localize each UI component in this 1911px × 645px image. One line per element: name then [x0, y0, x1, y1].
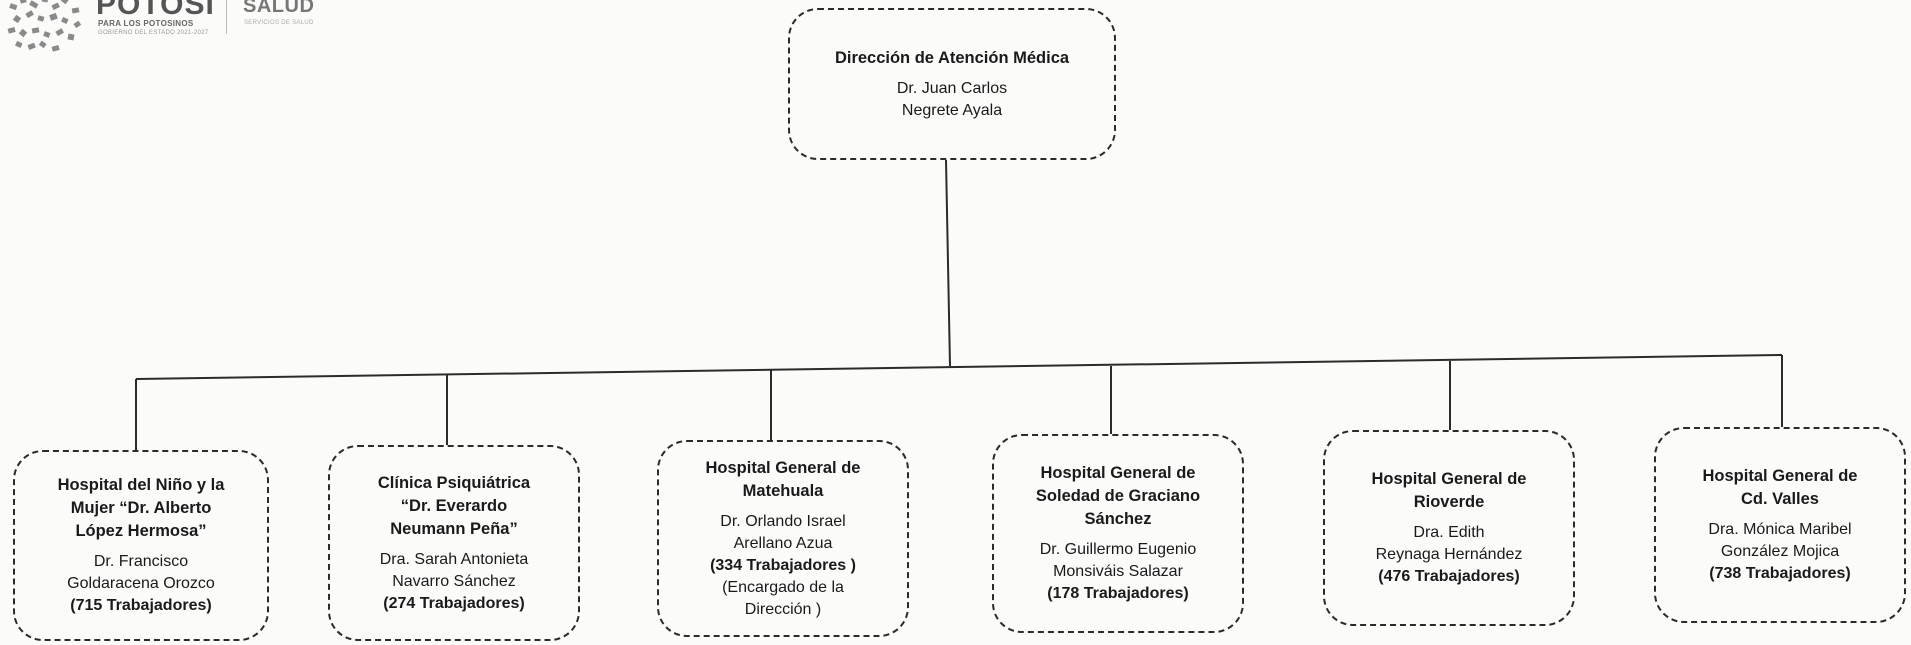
- mosaic-emblem-icon: [7, 0, 82, 52]
- child-2-title-line-3: Neumann Peña”: [390, 519, 518, 538]
- child-2-title-line-1: Clínica Psiquiátrica: [377, 473, 531, 492]
- child-node-6: Hospital General de Cd. Valles Dra. Móni…: [1654, 427, 1906, 623]
- horizontal-bus: [135, 354, 1783, 380]
- child-2-person-line-1: Dra. Sarah Antonieta: [379, 550, 529, 568]
- child-1-title-line-3: López Hermosa”: [75, 522, 207, 540]
- child-3-workers: (334 Trabajadores ): [710, 556, 856, 574]
- root-person-line-2: Negrete Ayala: [901, 101, 1003, 119]
- root-title: Dirección de Atención Médica: [834, 48, 1070, 67]
- child-5-workers: (476 Trabajadores): [1378, 568, 1520, 585]
- child-4-title-line-3: Sánchez: [1084, 510, 1152, 528]
- child-4-workers: (178 Trabajadores): [1047, 585, 1189, 602]
- child-4-title-line-1: Hospital General de: [1040, 464, 1196, 482]
- government-logo: POTOSÍ PARA LOS POTOSINOS GOBIERNO DEL E…: [0, 0, 330, 64]
- child-5-title-line-2: Rioverde: [1413, 493, 1485, 511]
- child-6-workers: (738 Trabajadores): [1709, 565, 1851, 582]
- child-node-2: Clínica Psiquiátrica “Dr. Everardo Neuma…: [328, 445, 580, 641]
- child-1-title-line-2: Mujer “Dr. Alberto: [70, 499, 212, 517]
- child-3-person-line-1: Dr. Orlando Israel: [720, 512, 846, 530]
- child-node-3: Hospital General de Matehuala Dr. Orland…: [657, 440, 909, 637]
- child-6-title-line-1: Hospital General de: [1702, 467, 1858, 485]
- child-3-note-line-1: (Encargado de la: [722, 578, 844, 596]
- logo-health-label: SALUD: [243, 0, 315, 17]
- logo-tagline: PARA LOS POTOSINOS: [98, 19, 194, 28]
- child-6-person-line-1: Dra. Mónica Maribel: [1708, 521, 1852, 538]
- root-connector: [945, 159, 951, 367]
- root-person-line-1: Dr. Juan Carlos: [896, 79, 1008, 97]
- child-2-title-line-2: “Dr. Everardo: [400, 496, 508, 515]
- child-6-title-line-2: Cd. Valles: [1741, 490, 1819, 508]
- child-1-workers: (715 Trabajadores): [70, 597, 212, 614]
- child-5-person-line-2: Reynaga Hernández: [1375, 546, 1523, 563]
- child-3-title-line-1: Hospital General de: [705, 458, 861, 477]
- child-node-4: Hospital General de Soledad de Graciano …: [992, 434, 1244, 633]
- root-node: Dirección de Atención Médica Dr. Juan Ca…: [788, 8, 1116, 160]
- child-2-workers: (274 Trabajadores): [383, 594, 525, 612]
- logo-brand: POTOSÍ: [96, 0, 215, 21]
- child-4-title-line-2: Soledad de Graciano: [1035, 487, 1201, 505]
- child-1-title-line-1: Hospital del Niño y la: [57, 476, 225, 494]
- child-node-5: Hospital General de Rioverde Dra. Edith …: [1323, 430, 1575, 626]
- child-6-person-line-2: González Mojica: [1720, 543, 1840, 560]
- child-5-title-line-1: Hospital General de: [1371, 470, 1527, 488]
- child-2-person-line-2: Navarro Sánchez: [392, 572, 516, 590]
- logo-divider: [226, 0, 227, 34]
- child-1-person-line-1: Dr. Francisco: [93, 553, 189, 570]
- child-4-person-line-2: Monsiváis Salazar: [1053, 563, 1183, 580]
- child-5-person-line-1: Dra. Edith: [1413, 524, 1485, 541]
- child-node-1: Hospital del Niño y la Mujer “Dr. Albert…: [13, 450, 269, 641]
- child-4-person-line-1: Dr. Guillermo Eugenio: [1039, 541, 1197, 558]
- child-3-person-line-2: Arellano Azua: [733, 534, 833, 552]
- logo-small-text: GOBIERNO DEL ESTADO 2021-2027: [98, 30, 209, 36]
- child-3-note-line-2: Dirección ): [744, 600, 822, 618]
- child-3-title-line-2: Matehuala: [742, 481, 824, 500]
- logo-health-small: SERVICIOS DE SALUD: [244, 20, 314, 26]
- child-1-person-line-2: Goldaracena Orozco: [67, 575, 215, 592]
